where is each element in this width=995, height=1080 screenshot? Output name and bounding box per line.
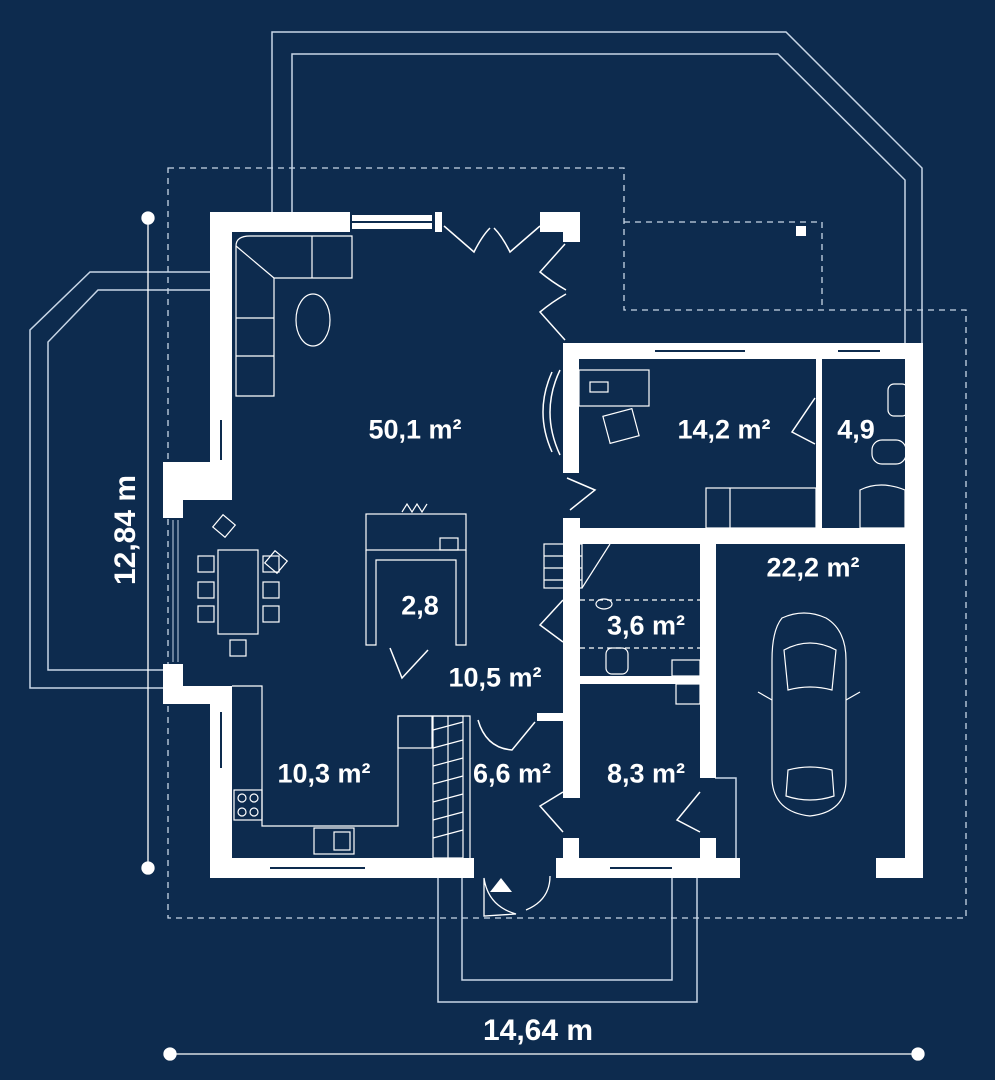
utility-area: 8,3 m²	[606, 758, 686, 789]
terrace-outlines	[29, 31, 923, 1003]
width-dimension: 14,64 m	[482, 1014, 594, 1047]
furniture	[197, 235, 909, 860]
windows	[172, 215, 880, 869]
kitchen-area: 10,3 m²	[277, 758, 371, 789]
roof-outline	[167, 167, 967, 919]
entry-area: 6,6 m²	[472, 758, 552, 789]
storage-area: 2,8	[401, 590, 439, 621]
entrance-arrow-icon	[490, 878, 512, 892]
doors	[389, 225, 816, 917]
dimension-lines	[141, 211, 925, 1061]
walls	[163, 212, 923, 878]
wc-area: 3,6 m²	[606, 610, 686, 641]
garage-area: 22,2 m²	[766, 552, 860, 583]
hall-area: 10,5 m²	[448, 662, 542, 693]
living-room-area: 50,1 m²	[368, 414, 462, 445]
roof-post	[796, 226, 806, 236]
depth-dimension: 12,84 m	[109, 474, 142, 586]
office-area: 14,2 m²	[677, 414, 771, 445]
bathroom-area: 4,9	[837, 414, 875, 445]
